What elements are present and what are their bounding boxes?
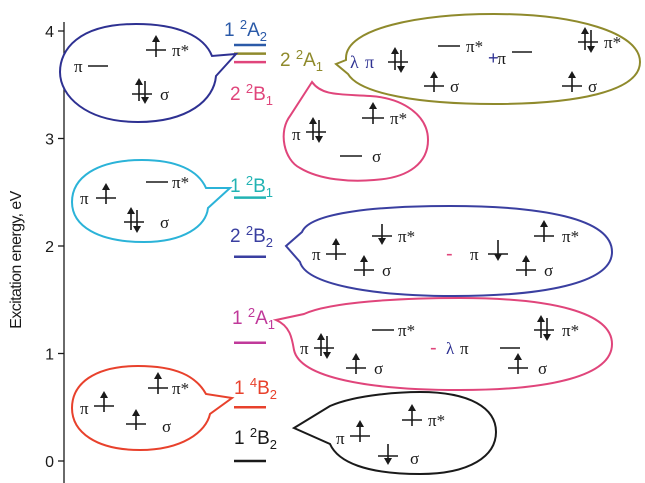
pi-label: π bbox=[292, 125, 301, 144]
lambda-label: λ bbox=[446, 339, 455, 358]
sigma-label: σ bbox=[374, 359, 383, 378]
config-bubble-1-2a2: π π* σ bbox=[58, 22, 239, 124]
sigma-label: σ bbox=[588, 77, 597, 96]
sigma-label: σ bbox=[372, 147, 381, 166]
y-axis-ticks: 0 1 2 3 4 bbox=[45, 24, 64, 471]
pi-star-label: π* bbox=[398, 321, 415, 340]
pi-label: π bbox=[300, 339, 309, 358]
sigma-label: σ bbox=[544, 261, 553, 280]
sigma-label: σ bbox=[160, 85, 169, 104]
plus-sign: + bbox=[488, 48, 499, 68]
pi-label: π bbox=[470, 245, 479, 264]
pi-star-label: π* bbox=[604, 33, 621, 52]
sigma-label: σ bbox=[162, 417, 171, 436]
config-bubble-1-2a1: π π* σ - λ π π* σ bbox=[272, 296, 614, 392]
pi-label: π bbox=[80, 189, 89, 208]
y-tick-label: 0 bbox=[45, 454, 54, 471]
state-label-1-2a2: 1 2A2 bbox=[224, 17, 267, 44]
config-bubble-1-4b2: π π* σ bbox=[70, 364, 235, 452]
config-bubble-1-2b1: π π* σ bbox=[70, 158, 233, 244]
config-bubble-1-2b2: π π* σ bbox=[291, 390, 498, 476]
state-label-2-2a1: 2 2A1 bbox=[280, 47, 323, 74]
pi-star-label: π* bbox=[172, 379, 189, 398]
pi-star-label: π* bbox=[562, 227, 579, 246]
pi-star-label: π* bbox=[562, 321, 579, 340]
pi-star-label: π* bbox=[172, 41, 189, 60]
state-label-2-2b1: 2 2B1 bbox=[230, 81, 273, 108]
pi-star-label: π* bbox=[172, 173, 189, 192]
config-bubble-2-2a1: λ π π* σ + π π* σ bbox=[334, 12, 642, 106]
state-label-1-2b2: 1 2B2 bbox=[234, 425, 277, 452]
sigma-label: σ bbox=[450, 77, 459, 96]
sigma-label: σ bbox=[160, 213, 169, 232]
pi-label: π bbox=[497, 49, 506, 68]
config-bubble-2-2b1: π π* σ bbox=[282, 80, 430, 182]
state-label-1-2a1: 1 2A1 bbox=[232, 305, 275, 332]
pi-star-label: π* bbox=[390, 109, 407, 128]
minus-sign: - bbox=[446, 243, 453, 265]
pi-label: π bbox=[74, 57, 83, 76]
pi-star-label: π* bbox=[398, 227, 415, 246]
state-label-1-2b1: 1 2B1 bbox=[230, 173, 273, 200]
state-label-1-4b2: 1 4B2 bbox=[234, 375, 277, 402]
pi-label: π bbox=[80, 399, 89, 418]
sigma-label: σ bbox=[410, 449, 419, 468]
energy-levels: 1 2A2 2 2A1 2 2B1 1 2B1 2 2B2 1 2A1 1 4B2 1 2B2 bbox=[224, 17, 323, 463]
pi-label: π bbox=[312, 245, 321, 264]
config-bubble-2-2b2: π π* σ - π π* σ bbox=[284, 204, 614, 298]
y-axis-label: Excitation energy, eV bbox=[8, 190, 25, 328]
lambda-label: λ bbox=[350, 52, 359, 72]
y-tick-label: 4 bbox=[45, 24, 54, 41]
y-tick-label: 2 bbox=[45, 239, 54, 256]
minus-sign: - bbox=[430, 337, 437, 359]
sigma-label: σ bbox=[382, 261, 391, 280]
state-label-2-2b2: 2 2B2 bbox=[230, 223, 273, 250]
pi-star-label: π* bbox=[428, 411, 445, 430]
pi-label: π bbox=[365, 52, 374, 72]
sigma-label: σ bbox=[538, 359, 547, 378]
y-tick-label: 3 bbox=[45, 132, 54, 149]
y-tick-label: 1 bbox=[45, 347, 54, 364]
pi-label: π bbox=[460, 339, 469, 358]
pi-star-label: π* bbox=[466, 37, 483, 56]
pi-label: π bbox=[336, 429, 345, 448]
